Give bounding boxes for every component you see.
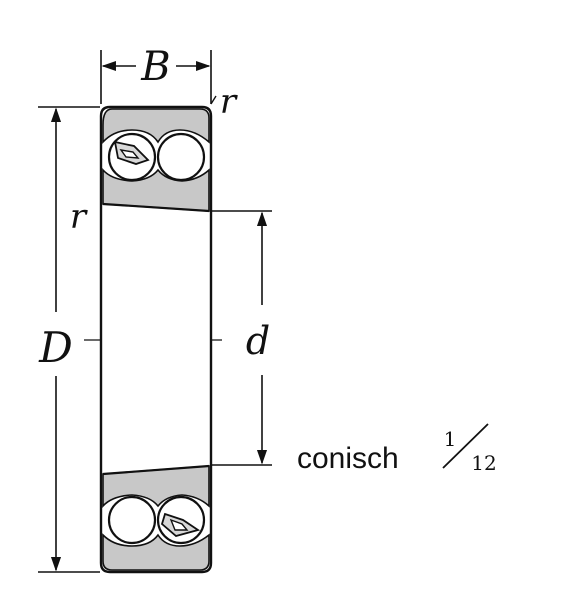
radius-label-top: r [220, 82, 238, 122]
outer-ring-bottom [102, 533, 210, 571]
ball-top-right [156, 132, 206, 182]
outer-ring-top [102, 108, 210, 145]
taper-denominator: 12 [471, 451, 496, 475]
bearing-body [99, 105, 213, 574]
inner-ring-bottom [102, 465, 210, 509]
cage-bottom-slot [169, 518, 189, 531]
outer-diameter-label-d: D [38, 323, 73, 372]
taper-fraction-slash [442, 423, 489, 469]
ball-bottom-left [107, 495, 157, 545]
bearing-outline [99, 105, 213, 574]
inner-ring-taper-bottom [102, 464, 210, 476]
taper-note-text: conisch [297, 442, 399, 475]
inner-ring-top [102, 167, 210, 212]
cage-top-slot [119, 149, 140, 159]
radius-label-side: r [70, 197, 88, 237]
taper-numerator: 1 [444, 427, 457, 451]
bore-diameter-label-d: d [246, 319, 270, 363]
inner-ring-taper-top [102, 202, 210, 213]
radius-leader-top [210, 95, 217, 105]
width-label-b: B [140, 44, 170, 90]
